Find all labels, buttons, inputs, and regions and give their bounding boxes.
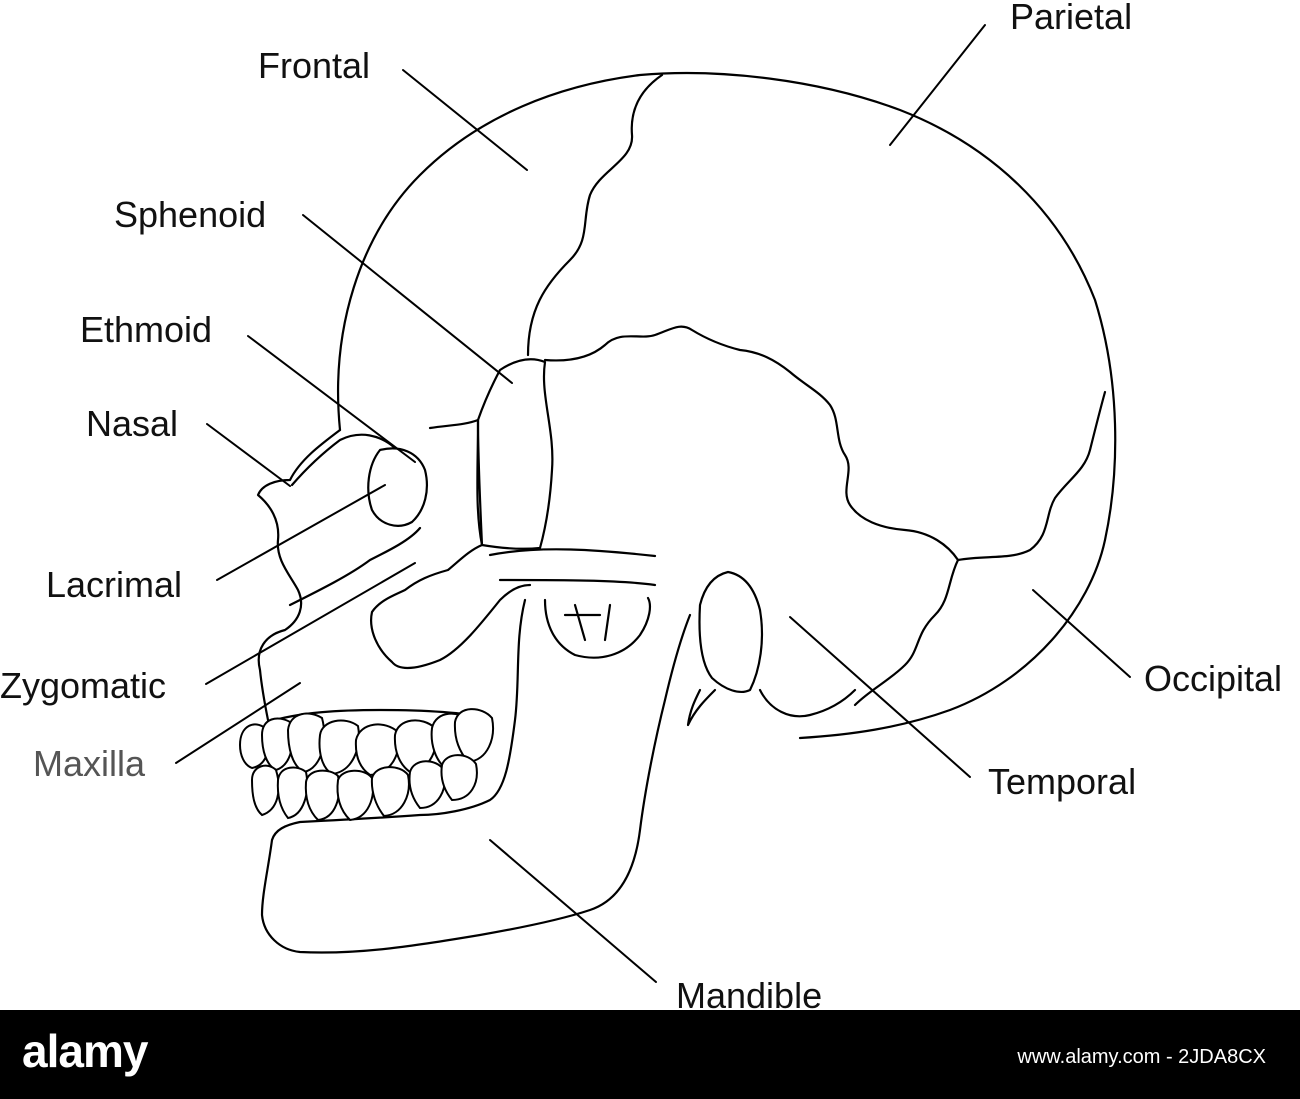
label-mandible: Mandible bbox=[676, 975, 822, 1010]
mandible-leader bbox=[489, 839, 657, 983]
sphenoid-leader bbox=[302, 214, 513, 384]
alamy-logo: alamy bbox=[22, 1025, 148, 1077]
nasal-leader bbox=[206, 423, 291, 487]
label-nasal: Nasal bbox=[86, 403, 178, 444]
styloid-process bbox=[686, 688, 717, 727]
frontal-leader bbox=[402, 69, 528, 171]
label-maxilla: Maxilla bbox=[33, 743, 146, 784]
label-frontal: Frontal bbox=[258, 45, 370, 86]
mastoid-process bbox=[698, 570, 764, 694]
label-occipital: Occipital bbox=[1144, 658, 1282, 699]
label-zygomatic: Zygomatic bbox=[0, 665, 166, 706]
label-lacrimal: Lacrimal bbox=[46, 564, 182, 605]
label-temporal: Temporal bbox=[988, 761, 1136, 802]
label-ethmoid: Ethmoid bbox=[80, 309, 212, 350]
image-id-text: www.alamy.com - 2JDA8CX bbox=[1017, 1046, 1266, 1068]
zygomatic-bone bbox=[370, 418, 532, 669]
mandible-outline bbox=[260, 598, 692, 954]
temporal-base bbox=[758, 688, 857, 718]
teeth bbox=[238, 708, 494, 822]
occipitomastoid-suture bbox=[853, 558, 960, 707]
occipital-leader bbox=[1032, 589, 1131, 678]
mandibular-notch bbox=[563, 603, 612, 642]
maxilla-outline bbox=[266, 526, 492, 724]
lacrimal-leader bbox=[216, 484, 386, 581]
cranium-outline bbox=[337, 71, 1117, 740]
nasal-bone bbox=[290, 433, 397, 487]
coronoid-process bbox=[543, 596, 651, 659]
zygomatic-arch bbox=[488, 548, 657, 587]
orbit-outline bbox=[256, 428, 342, 722]
sphenoid-wing bbox=[476, 358, 554, 550]
label-parietal: Parietal bbox=[1010, 0, 1132, 37]
zygomatic-leader bbox=[205, 562, 416, 685]
maxilla-leader bbox=[175, 682, 301, 764]
label-sphenoid: Sphenoid bbox=[114, 194, 266, 235]
watermark-footer: alamy www.alamy.com - 2JDA8CX bbox=[0, 1010, 1300, 1099]
temporal-leader bbox=[789, 616, 971, 778]
ethmoid-lacrimal bbox=[367, 447, 429, 527]
parietal-leader bbox=[889, 24, 986, 146]
squamosal-suture bbox=[543, 325, 960, 562]
ethmoid-leader bbox=[247, 335, 416, 463]
skull-diagram: Frontal Parietal Sphenoid Ethmoid Nasal … bbox=[0, 0, 1282, 1010]
coronal-suture bbox=[526, 73, 664, 357]
lambdoid-suture bbox=[956, 390, 1107, 562]
